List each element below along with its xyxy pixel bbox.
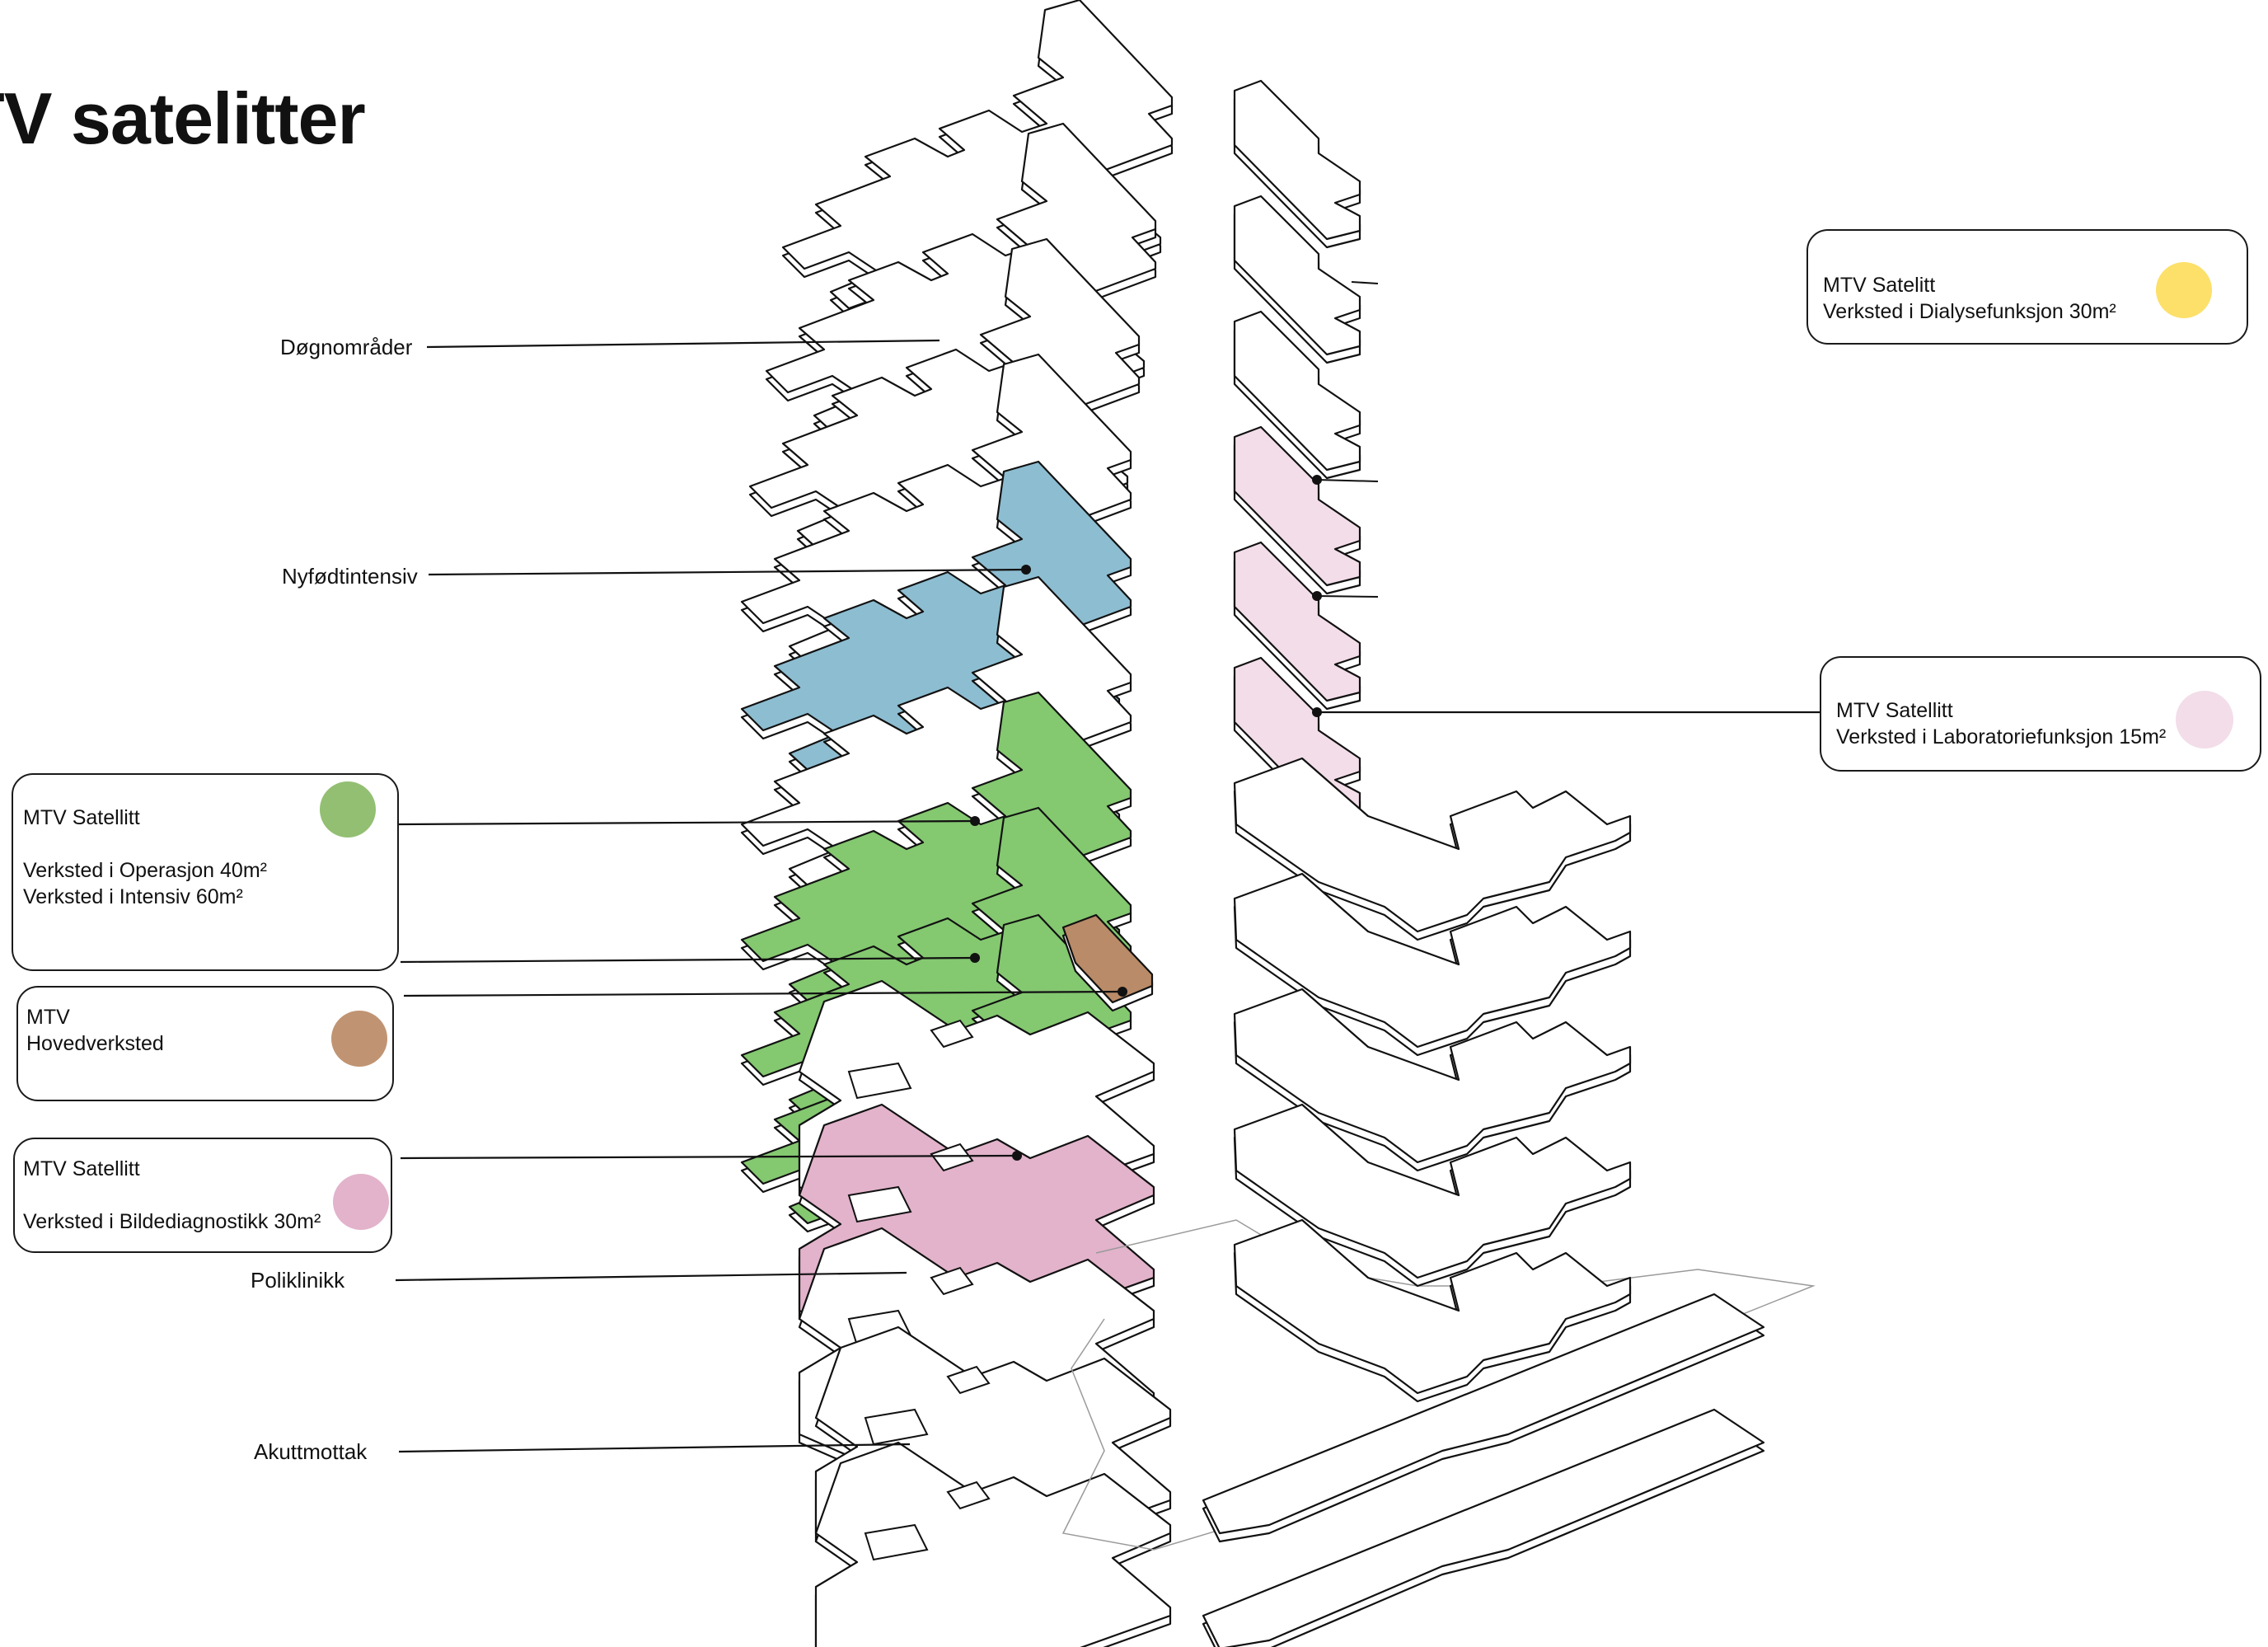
leader-hovedverksted — [403, 990, 1123, 997]
page-title: TV satelitter — [0, 77, 366, 159]
hovedverksted-block — [1061, 913, 1154, 1012]
legend-bildediagnostikk-swatch — [333, 1174, 389, 1230]
east-wing-floors — [1233, 79, 1361, 826]
leader-dognomrader — [426, 339, 940, 349]
marker-hovedverksted — [1118, 987, 1127, 997]
leader-operasjon — [396, 819, 976, 826]
legend-operasjon-intensiv: MTV Satellitt Verksted i Operasjon 40m² … — [12, 773, 399, 971]
label-dognomrader: Døgnområder — [280, 335, 413, 359]
leader-stub-3 — [1351, 281, 1379, 284]
marker-intensiv — [970, 953, 980, 963]
legend-hovedverksted-title: MTV — [26, 1006, 70, 1029]
legend-bildediagnostikk-desc: Verksted i Bildediagnostikk 30m² — [23, 1210, 321, 1233]
podium-floor-5 — [814, 1441, 1172, 1647]
leader-nyfodtintensiv — [428, 568, 1027, 576]
legend-bildediagnostikk-title: MTV Satellitt — [23, 1157, 140, 1180]
plinth-slab-2 — [1202, 1408, 1765, 1647]
wing-floor-4 — [1233, 1103, 1632, 1288]
podium-courtyard-b-4 — [946, 1365, 991, 1395]
legend-laboratorie: MTV Satellitt Verksted i Laboratoriefunk… — [1820, 656, 2261, 772]
marker-laboratorie-3 — [1312, 707, 1322, 717]
plinth-slab-1 — [1202, 1293, 1765, 1543]
leader-stub-1 — [1316, 479, 1379, 482]
leader-intensiv — [400, 956, 976, 964]
legend-operasjon-swatch — [320, 781, 376, 838]
legend-hovedverksted-swatch — [331, 1011, 387, 1067]
podium-courtyard-a-1 — [847, 1062, 912, 1100]
label-akuttmottak: Akuttmottak — [254, 1439, 368, 1464]
legend-operasjon-title: MTV Satellitt — [23, 806, 140, 829]
leader-bildediagnostikk — [400, 1154, 1018, 1160]
legend-hovedverksted: MTV Hovedverksted — [16, 986, 394, 1101]
marker-bildediagnostikk — [1012, 1151, 1022, 1161]
marker-nyfodtintensiv — [1021, 565, 1031, 575]
east-slab-3 — [1233, 310, 1361, 480]
podium-courtyard-a-2 — [847, 1185, 912, 1223]
podium-courtyard-b-2 — [930, 1143, 974, 1172]
podium-courtyard-a-5 — [864, 1523, 929, 1561]
legend-dialyse-title: MTV Satelitt — [1823, 274, 1936, 297]
east-slab-5 — [1233, 541, 1361, 711]
marker-operasjon — [970, 816, 980, 826]
south-block-floors — [1061, 757, 1816, 1647]
legend-hovedverksted-desc: Hovedverksted — [26, 1032, 164, 1055]
leader-akuttmottak — [398, 1443, 911, 1453]
legend-laboratorie-desc: Verksted i Laboratoriefunksjon 15m² — [1836, 725, 2167, 748]
wing-floor-3 — [1233, 988, 1632, 1172]
legend-laboratorie-title: MTV Satellitt — [1836, 699, 1953, 722]
east-slab-1 — [1233, 79, 1361, 249]
legend-laboratorie-swatch — [2176, 691, 2233, 748]
east-slab-2 — [1233, 195, 1361, 364]
main-tower-floors — [740, 0, 1174, 1647]
label-nyfodtintensiv: Nyfødtintensiv — [282, 564, 418, 589]
label-poliklinikk: Poliklinikk — [251, 1268, 345, 1293]
legend-intensiv-desc: Verksted i Intensiv 60m² — [23, 885, 243, 908]
wing-floor-1 — [1233, 757, 1632, 941]
leader-stub-2 — [1316, 595, 1379, 598]
podium-courtyard-b-1 — [930, 1019, 974, 1049]
podium-courtyard-b-5 — [946, 1480, 991, 1510]
wing-floor-5 — [1233, 1218, 1632, 1403]
legend-dialyse-swatch — [2156, 262, 2212, 318]
leader-poliklinikk — [395, 1271, 907, 1282]
leader-lines — [395, 281, 1823, 1453]
east-slab-4 — [1233, 425, 1361, 595]
legend-operasjon-desc: Verksted i Operasjon 40m² — [23, 859, 267, 882]
podium-courtyard-b-3 — [930, 1266, 974, 1296]
legend-bildediagnostikk: MTV Satellitt Verksted i Bildediagnostik… — [13, 1138, 392, 1253]
legend-dialyse-desc: Verksted i Dialysefunksjon 30m² — [1823, 300, 2116, 323]
wing-floor-2 — [1233, 872, 1632, 1057]
podium-courtyard-a-4 — [864, 1408, 929, 1446]
legend-dialyse: MTV Satelitt Verksted i Dialysefunksjon … — [1806, 229, 2248, 345]
